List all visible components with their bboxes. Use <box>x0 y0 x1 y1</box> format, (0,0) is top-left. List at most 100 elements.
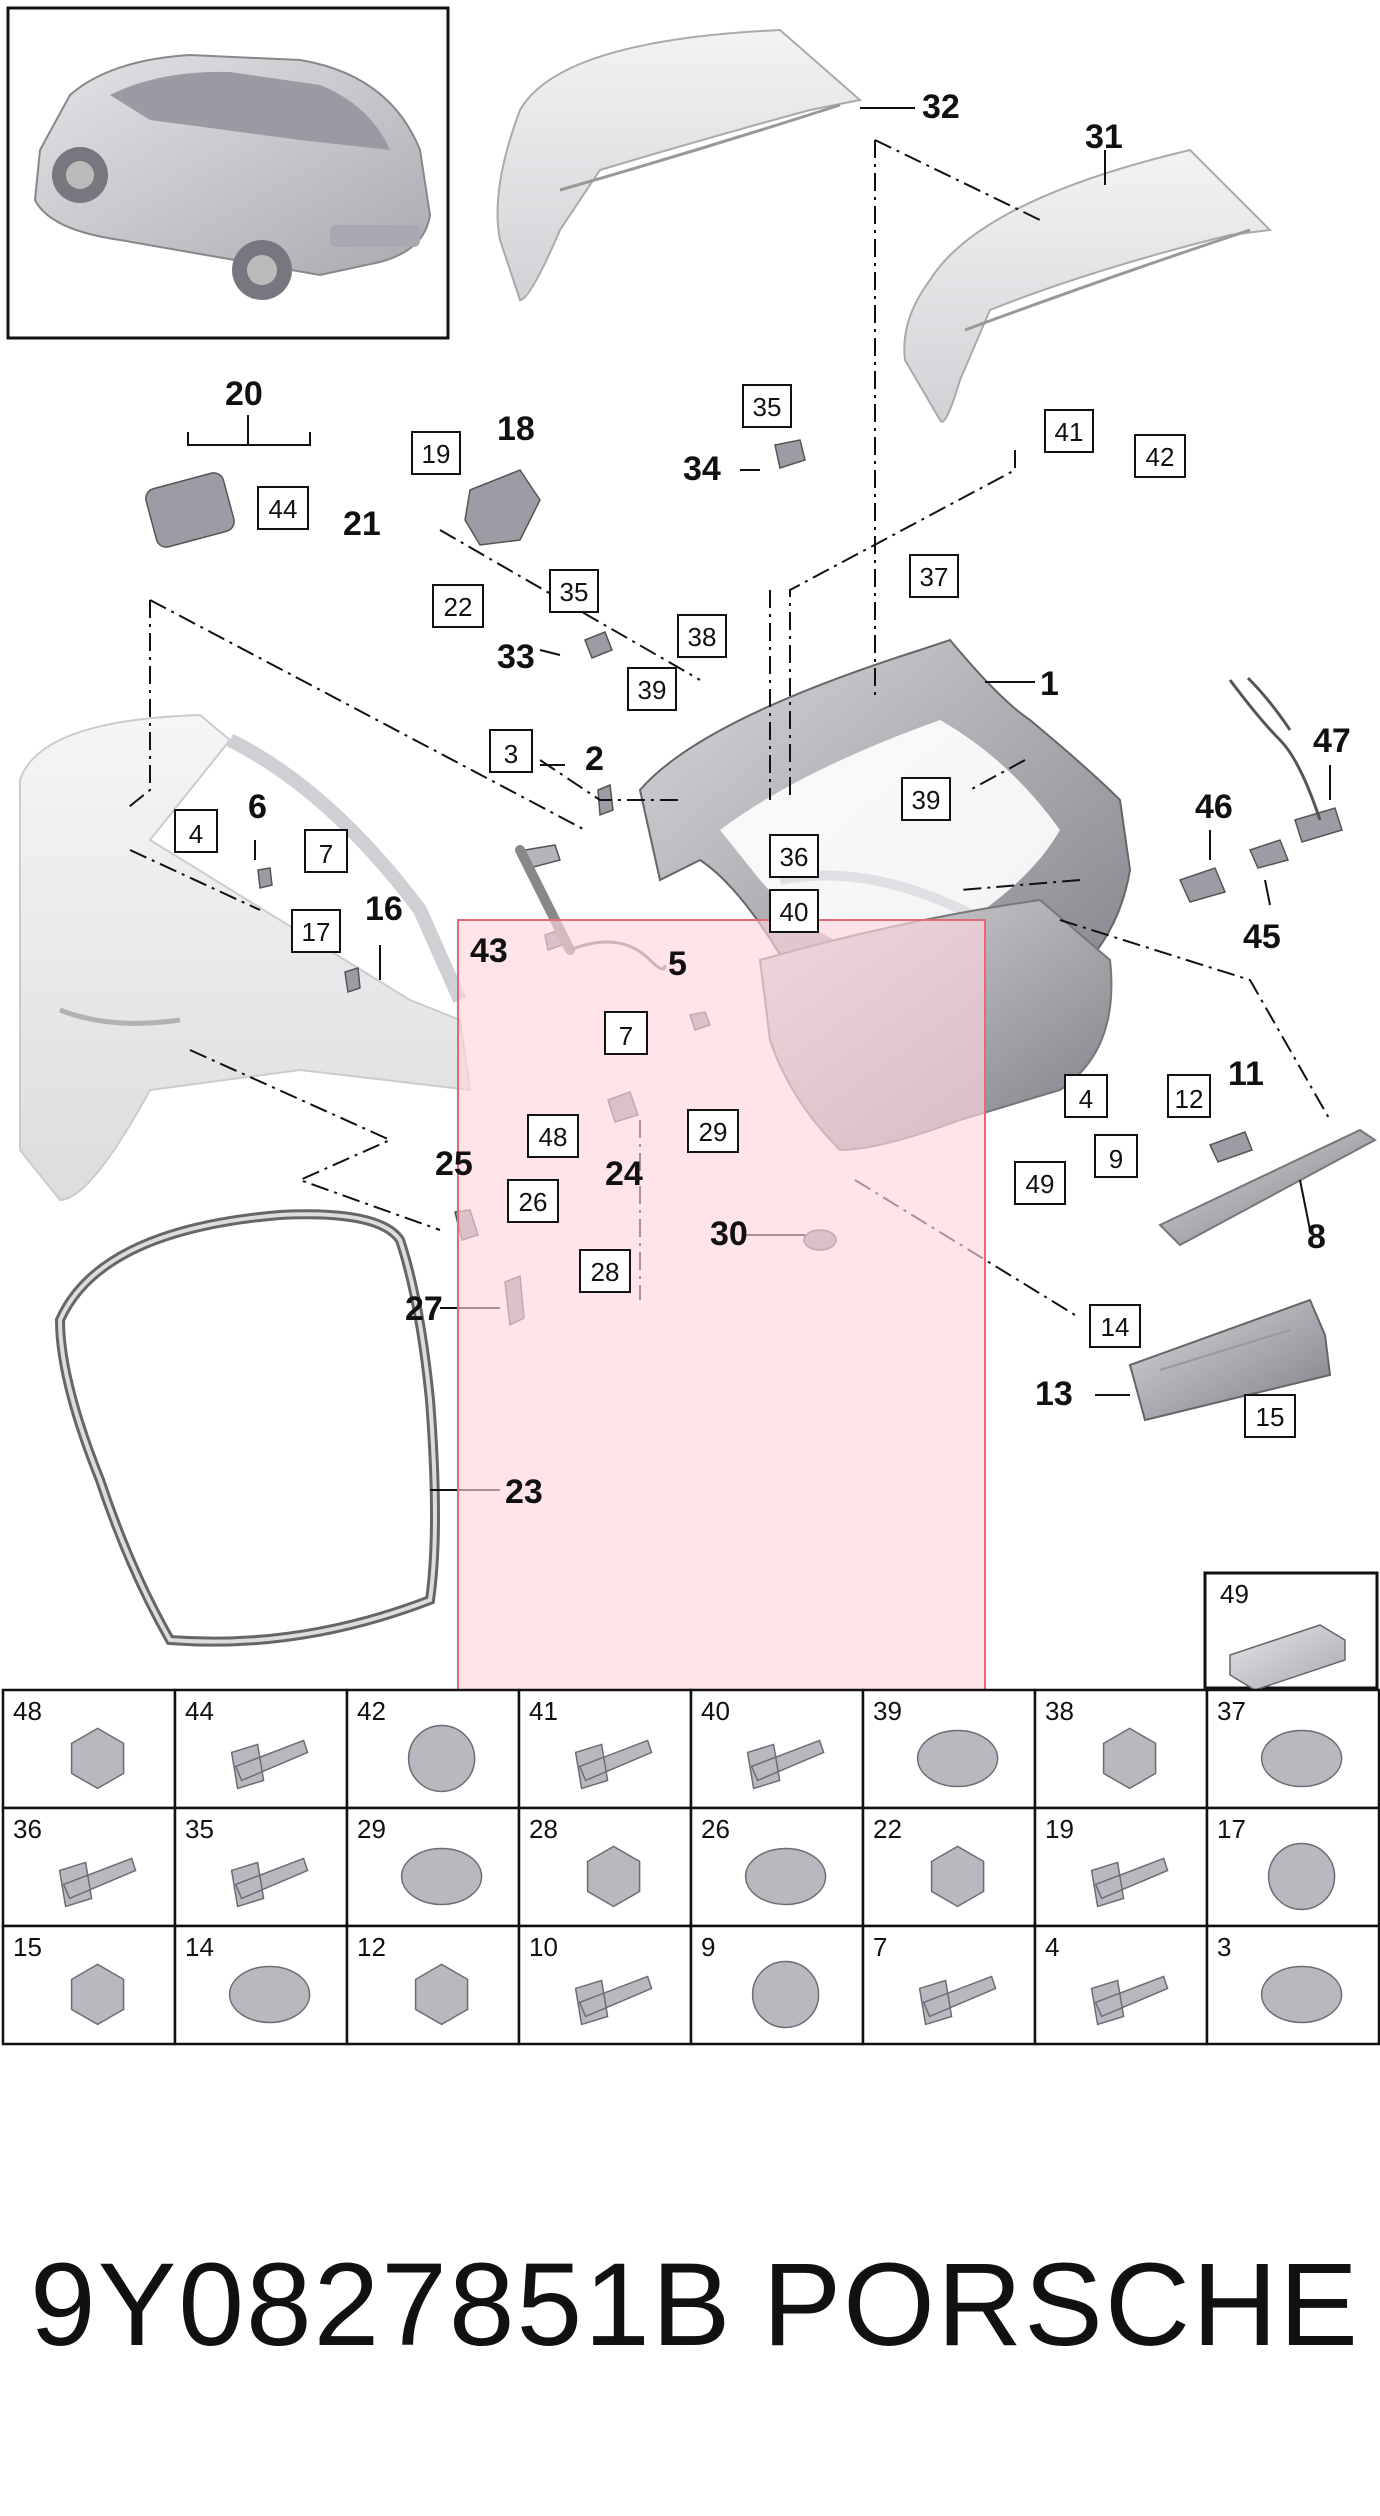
table-cell-38: 38 <box>1033 1688 1209 1810</box>
table-cell-29: 29 <box>345 1806 521 1928</box>
table-cell-number: 40 <box>701 1696 730 1726</box>
rear-spoiler-32 <box>496 28 863 302</box>
part-glyph <box>751 1960 820 2029</box>
part-glyph <box>414 1963 469 2026</box>
callout-32: 32 <box>922 88 960 126</box>
table-cell-14: 14 <box>173 1924 349 2046</box>
table-cell-9: 9 <box>689 1924 865 2046</box>
boxed-callout-42: 42 <box>1146 442 1175 472</box>
callout-25: 25 <box>435 1145 473 1183</box>
part-glyph <box>918 1975 997 2026</box>
table-cell-number: 19 <box>1045 1814 1074 1844</box>
table-cell-40: 40 <box>689 1688 865 1810</box>
table-cell-12: 12 <box>345 1924 521 2046</box>
table-cell-number: 29 <box>357 1814 386 1844</box>
part-glyph <box>58 1857 137 1908</box>
table-cell-3: 3 <box>1205 1924 1380 2046</box>
boxed-callout-49: 49 <box>1026 1169 1055 1199</box>
boxed-callout-39: 39 <box>638 675 667 705</box>
callout-23: 23 <box>505 1473 543 1511</box>
table-cell-41: 41 <box>517 1688 693 1810</box>
part-glyph <box>930 1845 985 1908</box>
part-number: 9Y0827851B <box>30 2239 733 2371</box>
part-glyph <box>746 1739 825 1790</box>
callout-27: 27 <box>405 1290 443 1328</box>
callout-45: 45 <box>1243 918 1281 956</box>
table-cell-number: 41 <box>529 1696 558 1726</box>
table-cell-number: 3 <box>1217 1932 1231 1962</box>
table-cell-number: 4 <box>1045 1932 1059 1962</box>
boxed-callout-19: 19 <box>422 439 451 469</box>
part-glyph <box>1102 1727 1157 1790</box>
vehicle-thumbnail <box>6 6 450 340</box>
boxed-callout-41: 41 <box>1055 417 1084 447</box>
table-cell-number: 39 <box>873 1696 902 1726</box>
table-cell-number: 12 <box>357 1932 386 1962</box>
table-cell-17: 17 <box>1205 1806 1380 1928</box>
boxed-callout-15: 15 <box>1256 1402 1285 1432</box>
brand-name: PORSCHE <box>762 2239 1360 2371</box>
caption: 9Y0827851B PORSCHE <box>30 2230 1360 2380</box>
table-cell-number: 26 <box>701 1814 730 1844</box>
table-cell-number: 48 <box>13 1696 42 1726</box>
table-cell-10: 10 <box>517 1924 693 2046</box>
rear-spoiler-31 <box>903 148 1273 423</box>
cable-harness-47 <box>1228 676 1322 821</box>
callout-2: 2 <box>585 740 604 778</box>
part-glyph <box>407 1724 476 1793</box>
callout-31: 31 <box>1085 118 1123 156</box>
callout-8: 8 <box>1307 1218 1326 1256</box>
boxed-callout-22: 22 <box>444 592 473 622</box>
boxed-callout-12: 12 <box>1175 1084 1204 1114</box>
boxed-callout-40: 40 <box>780 897 809 927</box>
boxed-callout-35: 35 <box>753 392 782 422</box>
part-glyph <box>586 1845 641 1908</box>
callout-33: 33 <box>497 638 535 676</box>
boxed-callout-36: 36 <box>780 842 809 872</box>
boxed-callout-28: 28 <box>591 1257 620 1287</box>
part-glyph <box>574 1975 653 2026</box>
tailgate-seal <box>54 1209 440 1647</box>
table-cell-15: 15 <box>1 1924 177 2046</box>
table-cell-number: 14 <box>185 1932 214 1962</box>
table-cell-number: 36 <box>13 1814 42 1844</box>
callout-6: 6 <box>248 788 267 826</box>
table-cell-48: 48 <box>1 1688 177 1810</box>
legend-box-49: 49 <box>1203 1571 1379 1691</box>
table-cell-number: 37 <box>1217 1696 1246 1726</box>
callout-11: 11 <box>1228 1055 1264 1093</box>
table-cell-number: 7 <box>873 1932 887 1962</box>
boxed-callout-48: 48 <box>539 1122 568 1152</box>
callout-46: 46 <box>1195 788 1233 826</box>
boxed-callout-7: 7 <box>319 839 333 869</box>
callout-30: 30 <box>710 1215 748 1253</box>
table-cell-35: 35 <box>173 1806 349 1928</box>
callout-5: 5 <box>668 945 687 983</box>
callout-21: 21 <box>343 505 381 543</box>
part-glyph <box>574 1739 653 1790</box>
callout-34: 34 <box>683 450 721 488</box>
table-cell-22: 22 <box>861 1806 1037 1928</box>
callout-47: 47 <box>1313 722 1351 760</box>
table-cell-7: 7 <box>861 1924 1037 2046</box>
table-cell-number: 15 <box>13 1932 42 1962</box>
table-cell-44: 44 <box>173 1688 349 1810</box>
table-cell-number: 42 <box>357 1696 386 1726</box>
table-cell-39: 39 <box>861 1688 1037 1810</box>
boxed-callout-7b: 7 <box>619 1021 633 1051</box>
callout-43: 43 <box>470 932 508 970</box>
part-glyph <box>1090 1857 1169 1908</box>
callout-18: 18 <box>497 410 535 448</box>
table-cell-37: 37 <box>1205 1688 1380 1810</box>
table-cell-number: 17 <box>1217 1814 1246 1844</box>
table-cell-36: 36 <box>1 1806 177 1928</box>
callout-1: 1 <box>1040 665 1059 703</box>
part-glyph <box>228 1965 311 2024</box>
part-glyph <box>1090 1975 1169 2026</box>
boxed-callout-4: 4 <box>189 819 203 849</box>
part-glyph <box>744 1847 827 1906</box>
boxed-callout-29: 29 <box>699 1117 728 1147</box>
table-cell-number: 9 <box>701 1932 715 1962</box>
boxed-callout-44: 44 <box>269 494 298 524</box>
boxed-callout-39b: 39 <box>912 785 941 815</box>
